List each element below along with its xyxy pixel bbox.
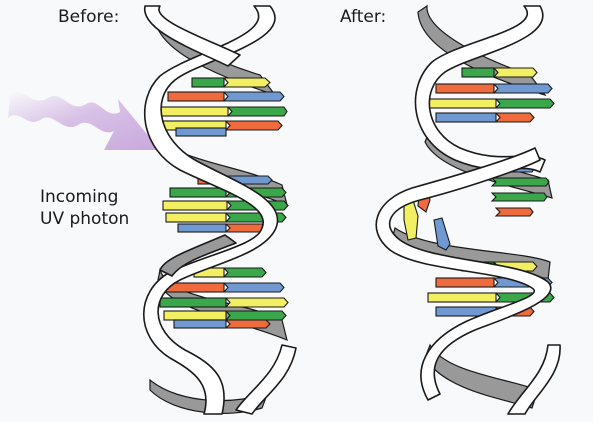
front-backbone-strand [142,5,297,415]
base-pair [222,91,285,102]
base-pair [224,319,271,329]
base-pair [222,77,271,88]
base-pair [435,83,495,94]
base-pair [222,267,267,278]
back-backbone-strand [391,4,553,409]
base-pair [492,83,553,94]
before-dna-helix [142,5,297,415]
base-pair [167,91,225,102]
base-pair [191,77,225,88]
base-pair [162,200,228,211]
before-label: Before: [58,7,120,27]
after-dna-helix [375,4,561,415]
base-pair [169,187,227,198]
base-pair [226,106,288,117]
base-pair [177,223,227,233]
base-pair [159,297,227,308]
base-pair [222,282,285,293]
base-pair [433,217,451,251]
front-backbone-strand [375,5,561,415]
base-pair [163,310,227,321]
base-pair [494,98,555,109]
base-pair [427,292,497,303]
base-pair [165,212,227,223]
uv-photon-label: Incoming UV photon [40,187,130,229]
base-pair [173,319,227,329]
base-pair [435,277,495,288]
base-pair [494,207,534,217]
base-pair [494,112,535,123]
base-pair [224,310,287,321]
base-pair [427,98,497,109]
base-pair [165,282,225,293]
base-pair [490,177,550,187]
uv-photon-arrow [8,92,160,150]
base-pair [224,297,289,308]
base-pair [492,67,538,78]
base-pair [461,67,495,78]
base-pair [435,112,497,123]
base-pair [175,127,227,137]
base-pair [157,106,229,117]
base-pair [490,192,548,202]
after-label: After: [340,7,387,27]
base-pair [224,120,283,131]
